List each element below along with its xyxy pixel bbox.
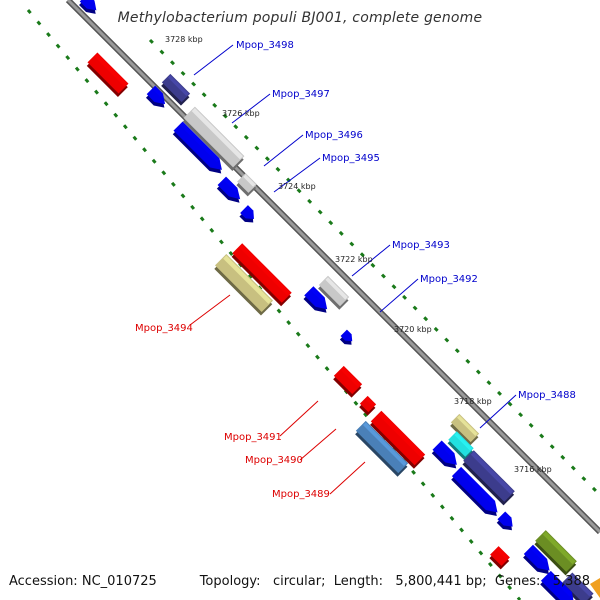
gene-feature: [161, 73, 191, 106]
map-title: Methylobacterium populi BJ001, complete …: [117, 10, 483, 26]
scale-label: 3718 kbp: [454, 397, 492, 406]
gene-feature: [79, 0, 97, 14]
gene-feature: [540, 570, 575, 600]
gene-label[interactable]: Mpop_3491: [224, 432, 282, 443]
scale-label: 3726 kbp: [222, 109, 260, 118]
gene-label[interactable]: Mpop_3496: [305, 130, 363, 141]
gene-feature: [231, 243, 292, 307]
genome-backbone: [65, 0, 600, 535]
gene-feature: [333, 365, 363, 398]
topology-value: circular: [272, 574, 322, 589]
gene-feature: [355, 420, 409, 477]
gene-feature: [496, 511, 513, 531]
gene-feature: [534, 530, 577, 576]
edge-marker: [590, 578, 600, 598]
gene-feature: [145, 85, 166, 108]
leader-line: [273, 157, 321, 193]
length-label: Length:: [333, 574, 383, 589]
topology-label: Topology:: [199, 574, 261, 589]
gene-feature: [216, 176, 241, 203]
gene-label[interactable]: Mpop_3498: [236, 40, 294, 51]
leader-line: [193, 44, 234, 76]
gene-feature: [370, 410, 426, 469]
gene-label[interactable]: Mpop_3488: [518, 390, 576, 401]
leader-line: [263, 134, 304, 167]
gene-feature: [182, 106, 245, 171]
accession-label: Accession:: [9, 574, 78, 589]
scale-label: 3722 kbp: [335, 255, 373, 264]
tick-row: [148, 38, 600, 497]
tick-marks: [26, 9, 600, 600]
leader-line: [351, 244, 391, 277]
scale-label: 3716 kbp: [514, 465, 552, 474]
gene-feature: [523, 544, 550, 575]
gene-feature: [172, 121, 222, 174]
gene-feature: [339, 329, 353, 345]
gene-feature: [236, 173, 257, 197]
leader-line: [329, 461, 366, 495]
gene-label[interactable]: Mpop_3493: [392, 240, 450, 251]
gene-feature: [359, 395, 377, 416]
scale-label: 3728 kbp: [165, 35, 203, 44]
gene-feature: [447, 431, 474, 461]
gene-labels: Mpop_3498 Mpop_3497 Mpop_3496 Mpop_3495 …: [135, 40, 576, 500]
accession-value: NC_010725: [81, 574, 157, 589]
leader-line: [189, 294, 231, 326]
gene-feature: [450, 413, 480, 446]
gene-label[interactable]: Mpop_3492: [420, 274, 478, 285]
label-leader-lines: [189, 44, 517, 495]
genes-label: Genes:: [494, 574, 541, 589]
leader-line: [231, 93, 271, 124]
gene-feature: [303, 286, 328, 313]
gene-feature: [489, 546, 510, 570]
scale-label: 3720 kbp: [394, 325, 432, 334]
gene-label[interactable]: Mpop_3494: [135, 323, 193, 334]
gene-label[interactable]: Mpop_3497: [272, 89, 330, 100]
gene-feature: [431, 440, 457, 469]
gene-feature: [561, 572, 594, 600]
scale-label: 3724 kbp: [278, 182, 316, 191]
leader-line: [299, 428, 337, 461]
accession-info: Accession: NC_010725: [9, 574, 157, 589]
gene-label[interactable]: Mpop_3495: [322, 153, 380, 164]
leader-line: [479, 394, 517, 429]
gene-feature: [239, 205, 254, 223]
gene-feature: [214, 254, 273, 316]
gene-feature: [451, 466, 498, 517]
genome-summary: Topology: circular; Length: 5,800,441 bp…: [199, 574, 590, 589]
leader-line: [379, 278, 419, 313]
gene-label[interactable]: Mpop_3490: [245, 455, 303, 466]
gene-feature: [462, 450, 515, 506]
length-value: 5,800,441 bp: [395, 574, 483, 589]
genes-value: 5,388: [552, 574, 590, 589]
gene-features: [79, 0, 600, 600]
leader-line: [279, 400, 319, 437]
scale-labels: 3728 kbp 3726 kbp 3724 kbp 3722 kbp 3720…: [165, 35, 552, 474]
gene-label[interactable]: Mpop_3489: [272, 489, 330, 500]
gene-feature: [86, 52, 129, 98]
gene-feature: [318, 275, 350, 310]
